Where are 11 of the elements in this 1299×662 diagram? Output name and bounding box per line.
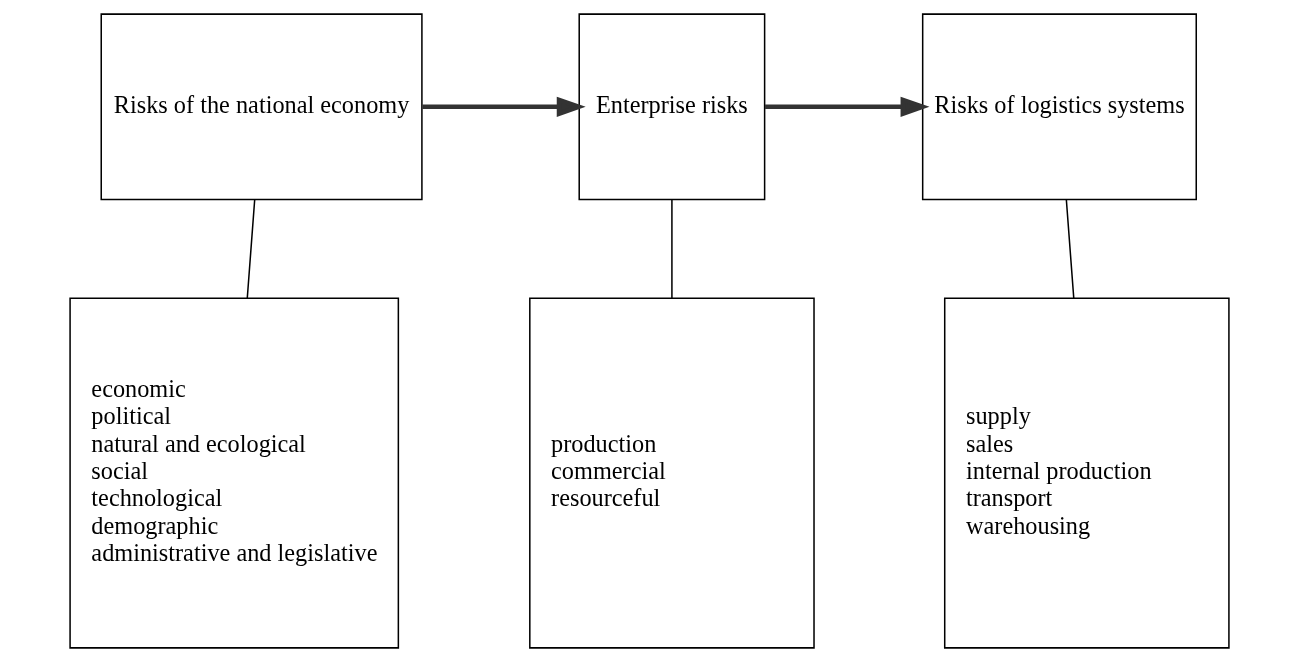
- connector: [671, 198, 673, 299]
- connector: [1065, 198, 1075, 299]
- node-box: Enterprise risks: [578, 13, 766, 201]
- node-box: economic political natural and ecological social technological demographic administrative and legislative: [69, 297, 400, 649]
- node-box: Risks of the national economy: [100, 13, 423, 201]
- node-box: supply sales internal production transport warehousing: [943, 297, 1230, 649]
- node-box: Risks of logistics systems: [921, 13, 1197, 201]
- node-box: production commercial resourceful: [529, 297, 815, 649]
- connector: [246, 198, 256, 299]
- arrow: [765, 96, 930, 117]
- arrow: [422, 96, 586, 117]
